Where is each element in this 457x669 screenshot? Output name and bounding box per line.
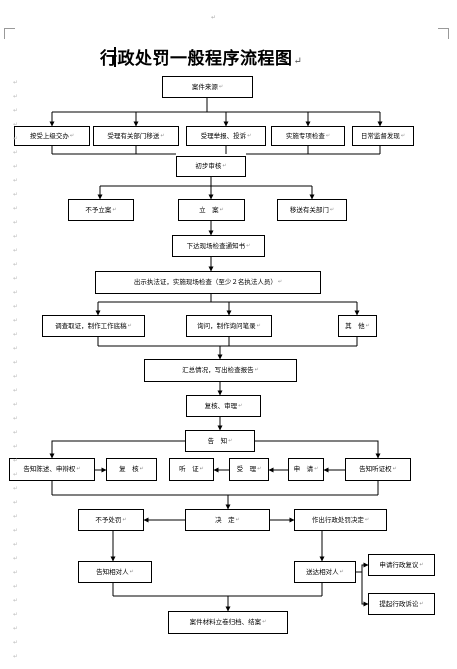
margin-paragraph-mark: ↵ — [13, 555, 19, 562]
margin-paragraph-mark: ↵ — [13, 233, 19, 240]
node-evidence: 调查取证，制作工作底稿↵ — [42, 315, 145, 337]
node-source-transfer: 受理有关部门移送↵ — [93, 126, 179, 146]
node-admin-review: 申请行政复议↵ — [368, 554, 435, 576]
node-deliver-party: 送达相对人↵ — [294, 561, 356, 583]
margin-paragraph-mark: ↵ — [13, 79, 19, 86]
margin-paragraph-mark: ↵ — [13, 485, 19, 492]
node-inquiry: 询问，制作询问笔录↵ — [186, 315, 272, 337]
margin-paragraph-mark: ↵ — [13, 135, 19, 142]
node-inform-defense: 告知陈述、申辩权↵ — [9, 458, 95, 481]
node-penalty-decision: 作出行政处罚决定↵ — [294, 509, 387, 531]
node-no-case: 不予立案↵ — [68, 199, 134, 221]
node-summary: 汇总情况，写出检查报告↵ — [144, 359, 297, 382]
node-source-superior: 按受上级交办↵ — [14, 126, 90, 146]
margin-paragraph-mark: ↵ — [13, 541, 19, 548]
margin-paragraph-mark: ↵ — [13, 513, 19, 520]
margin-paragraph-mark: ↵ — [13, 373, 19, 380]
node-inspection-notice: 下达现场检查通知书↵ — [172, 235, 265, 257]
page-top-mark: ↵ — [211, 14, 217, 21]
margin-paragraph-mark: ↵ — [13, 429, 19, 436]
connector — [255, 440, 381, 459]
node-notify-party: 告知相对人↵ — [78, 561, 152, 583]
margin-paragraph-mark: ↵ — [13, 289, 19, 296]
node-decision: 决 定↵ — [185, 509, 270, 531]
node-archive: 案件材料立卷归档、结案↵ — [168, 611, 288, 634]
margin-paragraph-mark: ↵ — [13, 121, 19, 128]
node-review: 复核、审理↵ — [186, 395, 261, 417]
margin-paragraph-mark: ↵ — [13, 457, 19, 464]
crop-mark-top-left — [4, 28, 15, 39]
margin-paragraph-mark: ↵ — [13, 93, 19, 100]
margin-paragraph-mark: ↵ — [13, 569, 19, 576]
connector — [49, 440, 185, 459]
margin-paragraph-mark: ↵ — [13, 639, 19, 646]
margin-paragraph-mark: ↵ — [13, 107, 19, 114]
margin-paragraph-mark: ↵ — [13, 359, 19, 366]
node-admin-lawsuit: 提起行政诉讼↵ — [368, 593, 435, 615]
margin-paragraph-mark: ↵ — [13, 331, 19, 338]
margin-paragraph-mark: ↵ — [13, 261, 19, 268]
margin-paragraph-mark: ↵ — [13, 163, 19, 170]
margin-paragraph-mark: ↵ — [13, 611, 19, 618]
margin-paragraph-mark: ↵ — [13, 149, 19, 156]
margin-paragraph-mark: ↵ — [13, 499, 19, 506]
node-hearing: 听 证↵ — [169, 458, 214, 481]
margin-paragraph-mark: ↵ — [13, 415, 19, 422]
node-source-inspection: 实施专项检查↵ — [271, 126, 345, 146]
paragraph-mark: ↵ — [293, 56, 303, 67]
margin-paragraph-mark: ↵ — [13, 401, 19, 408]
margin-paragraph-mark: ↵ — [13, 205, 19, 212]
node-apply: 申 请↵ — [288, 458, 324, 481]
node-no-penalty: 不予处罚↵ — [78, 509, 144, 531]
margin-paragraph-mark: ↵ — [13, 583, 19, 590]
margin-paragraph-mark: ↵ — [13, 443, 19, 450]
node-file-case: 立 案↵ — [178, 199, 245, 221]
margin-paragraph-mark: ↵ — [13, 597, 19, 604]
node-initial-review: 初步审核↵ — [176, 156, 246, 177]
margin-paragraph-mark: ↵ — [13, 653, 19, 660]
text-cursor — [114, 47, 116, 67]
page-title: 行政处罚一般程序流程图↵ — [100, 44, 360, 69]
node-refer-dept: 移送有关部门↵ — [277, 199, 347, 221]
crop-mark-top-right — [438, 28, 449, 39]
margin-paragraph-mark: ↵ — [13, 247, 19, 254]
margin-paragraph-mark: ↵ — [13, 191, 19, 198]
margin-paragraph-mark: ↵ — [13, 471, 19, 478]
node-inform: 告 知↵ — [185, 430, 255, 452]
margin-paragraph-mark: ↵ — [13, 625, 19, 632]
node-show-certificate: 出示执法证，实施现场检查（至少２名执法人员）↵ — [95, 271, 321, 294]
node-inform-hearing: 告知听证权↵ — [345, 458, 411, 481]
margin-paragraph-mark: ↵ — [13, 219, 19, 226]
node-source-daily: 日常监督发现↵ — [352, 126, 414, 146]
connector — [356, 562, 369, 573]
margin-paragraph-mark: ↵ — [13, 177, 19, 184]
margin-paragraph-mark: ↵ — [13, 275, 19, 282]
node-source-report: 受理举报、投诉↵ — [186, 126, 266, 146]
margin-paragraph-mark: ↵ — [13, 387, 19, 394]
margin-paragraph-mark: ↵ — [13, 303, 19, 310]
margin-paragraph-mark: ↵ — [13, 527, 19, 534]
margin-paragraph-mark: ↵ — [13, 317, 19, 324]
title-text: 行政处罚一般程序流程图 — [100, 49, 293, 69]
connector — [361, 572, 369, 607]
node-accept: 受 理↵ — [229, 458, 269, 481]
node-others: 其 他↵ — [338, 315, 377, 337]
node-recheck: 复 核↵ — [106, 458, 157, 481]
margin-paragraph-mark: ↵ — [13, 345, 19, 352]
node-case-source: 案件来源↵ — [162, 76, 253, 98]
